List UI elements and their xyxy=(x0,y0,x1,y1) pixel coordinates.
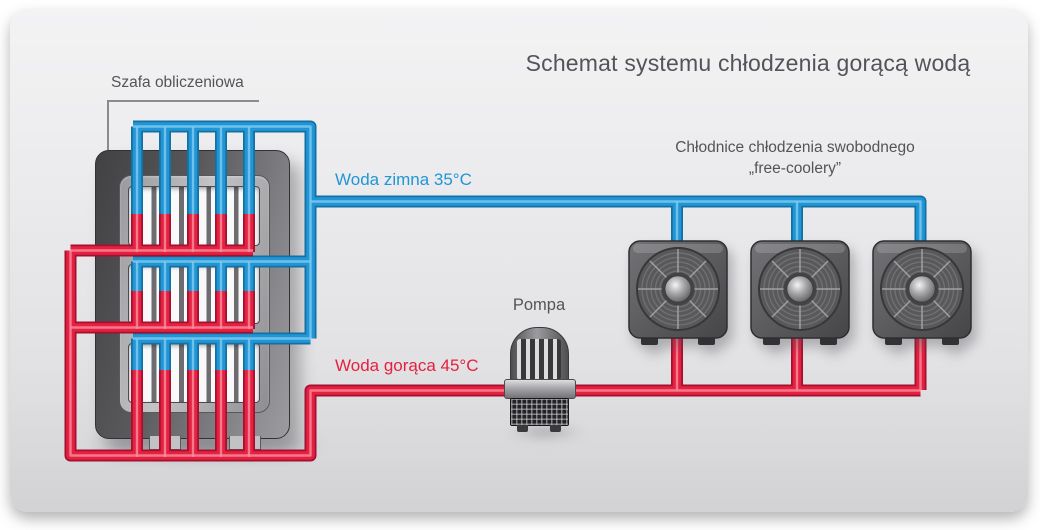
cooler-body xyxy=(628,240,728,345)
cold-water-label: Woda zimna 35°C xyxy=(335,170,472,189)
pump-mesh-base xyxy=(510,398,569,426)
cooler-foot-right xyxy=(698,337,715,345)
pump-housing-band xyxy=(504,379,576,399)
coolers-label-line1: Chłodnice chłodzenia swobodnego xyxy=(675,139,915,156)
cooler-foot-left xyxy=(763,337,780,345)
pump-foot-left xyxy=(517,425,528,432)
server-row-2 xyxy=(128,264,260,324)
cooler-foot-right xyxy=(820,337,837,345)
coolers-label: Chłodnice chłodzenia swobodnego „free-co… xyxy=(630,137,960,179)
server-row-1 xyxy=(128,186,260,246)
cabinet-foot-right xyxy=(229,436,261,450)
cabinet-leader-line-horizontal xyxy=(107,100,259,102)
diagram-title: Schemat systemu chłodzenia gorącą wodą xyxy=(525,50,971,76)
server-row-3 xyxy=(128,343,260,403)
pump-cooling-fins xyxy=(517,339,561,380)
hot-water-label: Woda gorąca 45°C xyxy=(335,356,479,375)
free-cooler-2 xyxy=(750,240,850,345)
free-cooler-1 xyxy=(628,240,728,345)
cooler-foot-left xyxy=(641,337,658,345)
fan-hub xyxy=(908,275,936,303)
cooler-foot-left xyxy=(885,337,902,345)
pump-foot-right xyxy=(550,425,561,432)
cabinet-foot-left xyxy=(149,436,181,450)
cooler-foot-right xyxy=(942,337,959,345)
coolers-label-line2: „free-coolery” xyxy=(748,160,842,177)
free-cooler-3 xyxy=(872,240,972,345)
fan-hub xyxy=(786,275,814,303)
cooler-body xyxy=(872,240,972,345)
server-cabinet xyxy=(95,150,290,450)
fan-hub xyxy=(664,275,692,303)
pump-label: Pompa xyxy=(512,296,566,314)
cooler-body xyxy=(750,240,850,345)
cabinet-leader-line-vertical xyxy=(107,100,109,163)
cabinet-label: Szafa obliczeniowa xyxy=(111,74,244,91)
